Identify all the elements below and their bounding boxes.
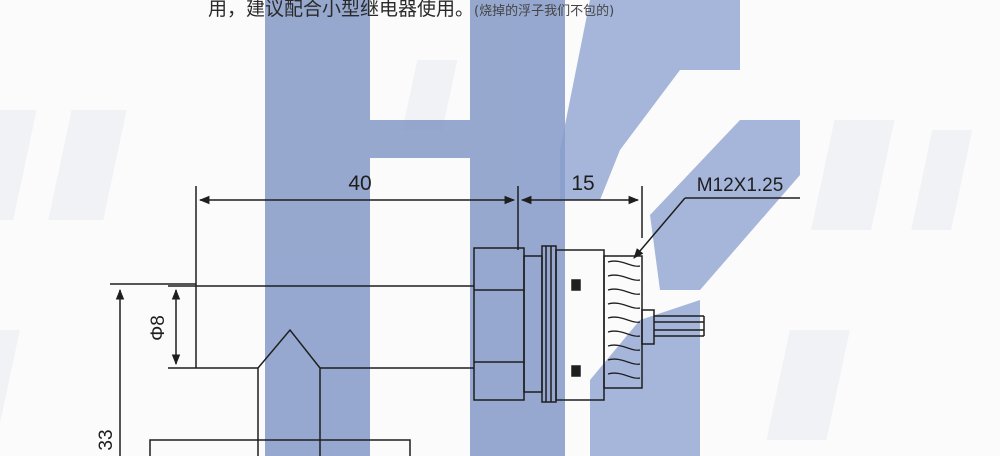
hex-nut <box>473 247 525 401</box>
diameter-label: Φ8 <box>148 315 169 341</box>
dimension-label-40: 40 <box>348 172 371 195</box>
nut-housing <box>555 249 605 401</box>
caption-note: (烧掉的浮子我们不包的) <box>474 4 615 19</box>
height-label: 33 <box>96 429 117 450</box>
dimension-label-15: 15 <box>571 172 594 195</box>
thread-leader-line <box>633 197 686 259</box>
float-base <box>149 439 411 456</box>
float-body <box>257 328 321 456</box>
terminal-block <box>641 309 655 345</box>
thread-spec-label: M12X1.25 <box>697 175 784 196</box>
washer <box>523 255 543 393</box>
caption-text: 用，建议配合小型继电器使用。(烧掉的浮子我们不包的) <box>208 0 614 21</box>
caption-main: 用，建议配合小型继电器使用。 <box>208 0 475 20</box>
lock-nut <box>541 245 557 403</box>
